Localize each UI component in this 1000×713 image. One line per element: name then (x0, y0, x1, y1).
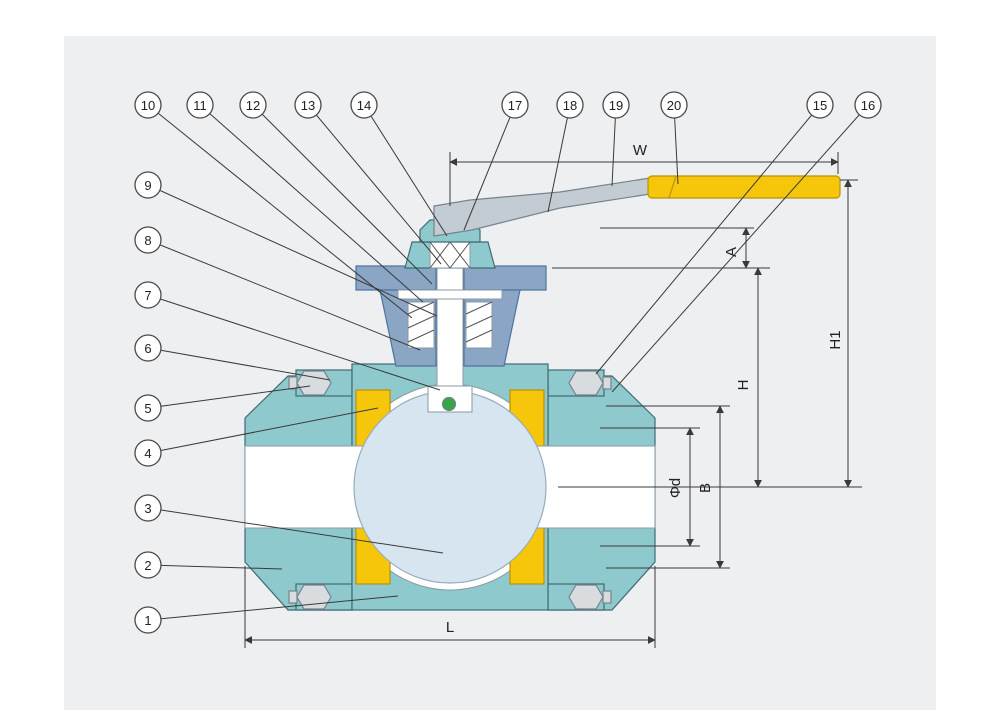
balloon-1: 1 (134, 606, 162, 634)
svg-text:5: 5 (144, 401, 151, 416)
stem-packing-right (465, 301, 493, 349)
dim-label-phid: Φd (667, 478, 684, 498)
balloon-2: 2 (134, 551, 162, 579)
svg-text:9: 9 (144, 178, 151, 193)
bolt-left-top (288, 370, 332, 396)
leader-line-15 (595, 104, 821, 375)
svg-text:20: 20 (667, 98, 681, 113)
callout-balloons: 10 11 12 13 14 17 18 19 20 15 16 9 8 7 6… (134, 91, 882, 634)
svg-text:16: 16 (861, 98, 875, 113)
leader-line-4 (147, 407, 379, 454)
balloon-5: 5 (134, 394, 162, 422)
balloon-3: 3 (134, 494, 162, 522)
leader-line-11 (199, 104, 424, 303)
dim-label-b: B (697, 483, 714, 493)
leader-line-6 (147, 347, 331, 381)
svg-text:7: 7 (144, 288, 151, 303)
bore-left (244, 445, 374, 529)
leader-line-12 (252, 104, 433, 285)
balloon-19: 19 (602, 91, 630, 119)
leader-line-10 (147, 104, 413, 319)
stem-packing-left (407, 301, 435, 349)
belleville-springs (429, 241, 471, 269)
balloon-17: 17 (501, 91, 529, 119)
leader-line-9 (147, 184, 438, 317)
bolt-right-bottom (568, 584, 612, 610)
balloon-4: 4 (134, 439, 162, 467)
svg-text:3: 3 (144, 501, 151, 516)
balloon-14: 14 (350, 91, 378, 119)
svg-text:10: 10 (141, 98, 155, 113)
packing-hatch-left (407, 301, 435, 343)
svg-text:13: 13 (301, 98, 315, 113)
balloon-18: 18 (556, 91, 584, 119)
balloon-20: 20 (660, 91, 688, 119)
indicator-dot (441, 396, 457, 412)
svg-text:14: 14 (357, 98, 371, 113)
dim-label-a: A (723, 247, 740, 257)
balloon-11: 11 (186, 91, 214, 119)
leader-line-5 (147, 385, 311, 409)
leader-line-2 (147, 564, 283, 570)
grip-sleeve-line (668, 175, 677, 199)
balloon-10: 10 (134, 91, 162, 119)
thrust-washer (397, 289, 503, 300)
leader-line-14 (363, 104, 448, 237)
balloon-15: 15 (806, 91, 834, 119)
balloon-7: 7 (134, 281, 162, 309)
handle-grip (647, 175, 841, 199)
leader-line-8 (147, 239, 421, 351)
mounting-pad-plate-right (463, 265, 547, 291)
svg-text:4: 4 (144, 446, 151, 461)
dim-label-w: W (633, 142, 648, 159)
leader-line-13 (307, 104, 442, 265)
svg-text:6: 6 (144, 341, 151, 356)
svg-text:19: 19 (609, 98, 623, 113)
dimension-lines: W A H H1 Φd B L (244, 142, 862, 648)
balloon-12: 12 (239, 91, 267, 119)
ball (353, 390, 547, 584)
leader-line-7 (147, 294, 441, 391)
svg-text:18: 18 (563, 98, 577, 113)
balloon-16: 16 (854, 91, 882, 119)
bolt-right-top (568, 370, 612, 396)
leader-line-16 (611, 104, 869, 393)
balloon-6: 6 (134, 334, 162, 362)
svg-text:17: 17 (508, 98, 522, 113)
balloon-8: 8 (134, 226, 162, 254)
valve-drawing (244, 175, 841, 611)
svg-text:12: 12 (246, 98, 260, 113)
dim-label-h: H (735, 380, 752, 391)
leader-line-3 (147, 507, 444, 554)
balloon-9: 9 (134, 171, 162, 199)
leader-line-1 (147, 595, 399, 621)
svg-text:1: 1 (144, 613, 151, 628)
svg-text:2: 2 (144, 558, 151, 573)
svg-text:15: 15 (813, 98, 827, 113)
svg-text:8: 8 (144, 233, 151, 248)
spring-hatch (429, 241, 471, 269)
dim-label-h1: H1 (827, 330, 844, 349)
svg-text:11: 11 (193, 98, 207, 113)
packing-hatch-right (465, 301, 493, 343)
dim-label-l: L (446, 619, 454, 636)
leader-line-17 (463, 104, 516, 231)
balloon-13: 13 (294, 91, 322, 119)
